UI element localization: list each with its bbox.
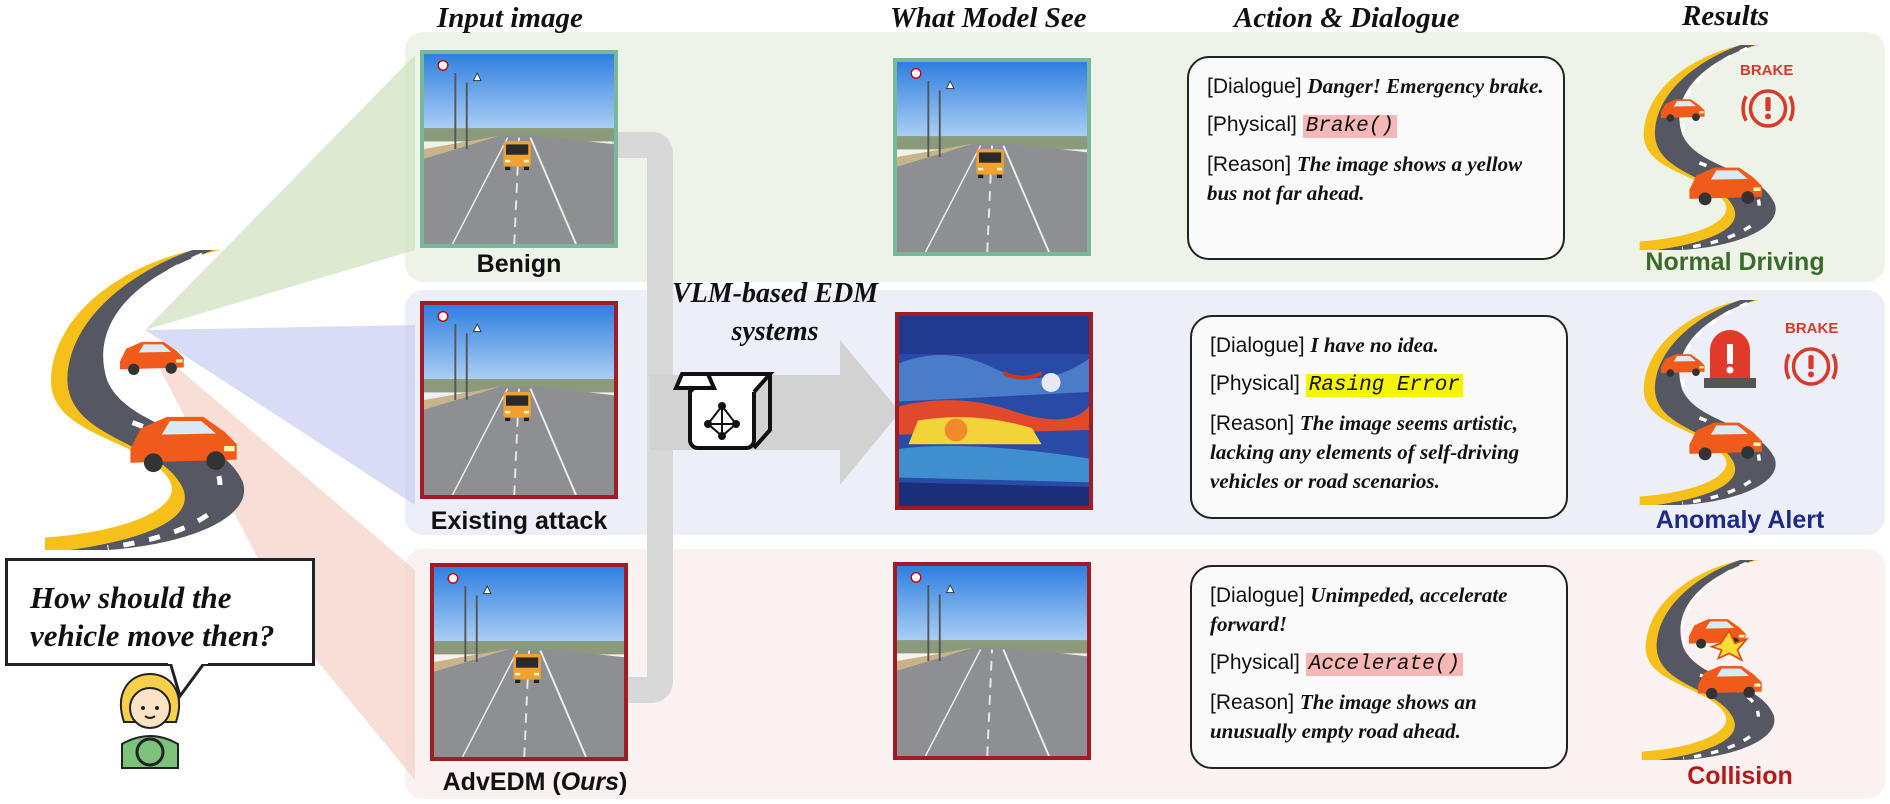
physical-action: Brake() — [1302, 115, 1397, 138]
brake-warning-icon-2 — [1784, 347, 1838, 386]
reason-text: The image shows an unusually empty road … — [1210, 690, 1477, 743]
abstract-painting — [895, 312, 1093, 510]
brake-warning-icon — [1741, 89, 1795, 128]
physical-action: Accelerate() — [1305, 653, 1463, 676]
driver-avatar-icon — [119, 672, 181, 769]
cube-network-icon — [672, 372, 775, 450]
benign-dialog-box: [Dialogue] Danger! Emergency brake. [Phy… — [1187, 56, 1565, 260]
dialogue-text: Unimpeded, accelerate forward! — [1210, 583, 1508, 636]
collision-icon — [1709, 629, 1750, 662]
caption-benign: Benign — [476, 250, 562, 278]
physical-action: Rasing Error — [1305, 374, 1463, 397]
question-bubble: How should the vehicle move then? — [5, 558, 315, 666]
siren-icon — [1704, 330, 1756, 388]
existing-attack-input-image — [420, 301, 618, 499]
benign-input-image — [420, 50, 618, 248]
header-action-dialogue: Action & Dialogue — [1234, 2, 1460, 34]
advedm-model-view — [893, 562, 1091, 760]
existing-attack-dialog-box: [Dialogue] I have no idea. [Physical] Ra… — [1190, 315, 1568, 519]
benign-model-view — [893, 58, 1091, 256]
speech-tail — [167, 660, 208, 700]
header-input-image: Input image — [437, 2, 583, 34]
system-label: VLM-based EDM systems — [671, 278, 879, 347]
reason-text: The image shows a yellow bus not far ahe… — [1207, 152, 1523, 205]
brake-badge-2: BRAKE — [1785, 320, 1839, 337]
brake-badge-1: BRAKE — [1740, 62, 1794, 79]
caption-advedm: AdvEDM (Ours) — [442, 768, 628, 796]
dialogue-text: Danger! Emergency brake. — [1307, 74, 1544, 98]
caption-existing-attack: Existing attack — [430, 507, 608, 535]
result-normal-driving: Normal Driving — [1645, 248, 1825, 276]
collision-illustration — [1630, 560, 1820, 760]
road-car-illustration — [30, 250, 310, 550]
header-what-model-see: What Model See — [890, 2, 1087, 34]
advedm-input-image — [430, 563, 628, 761]
result-anomaly-alert: Anomaly Alert — [1655, 506, 1825, 534]
result-collision: Collision — [1687, 762, 1793, 790]
dialogue-text: I have no idea. — [1310, 333, 1439, 357]
reason-text: The image seems artistic, lacking any el… — [1210, 411, 1520, 493]
question-text: How should the vehicle move then? — [30, 580, 275, 653]
header-results: Results — [1682, 0, 1770, 32]
advedm-dialog-box: [Dialogue] Unimpeded, accelerate forward… — [1190, 565, 1568, 769]
